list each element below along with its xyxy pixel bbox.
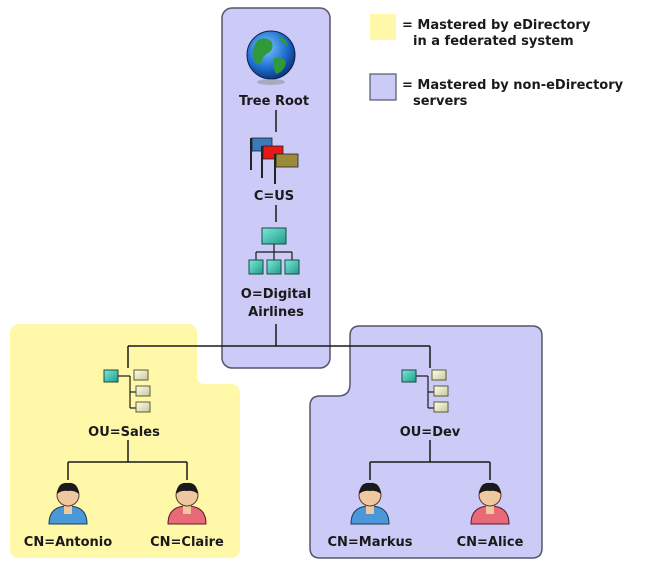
legend-yellow-line2: in a federated system	[413, 34, 574, 49]
cn-alice-label: CN=Alice	[457, 535, 524, 550]
legend-yellow-line1: = Mastered by eDirectory	[402, 18, 591, 33]
tree-root-label: Tree Root	[239, 94, 309, 109]
organization-label-line1: O=Digital	[241, 287, 311, 302]
org-unit-icon	[401, 369, 449, 413]
ou-sales-label: OU=Sales	[88, 425, 160, 440]
cn-claire-label: CN=Claire	[150, 535, 224, 550]
ou-dev-label: OU=Dev	[400, 425, 461, 440]
country-label: C=US	[254, 189, 294, 204]
legend-purple-line2: servers	[413, 94, 468, 109]
org-hierarchy-icon	[248, 227, 300, 275]
legend: = Mastered by eDirectory in a federated …	[369, 14, 624, 109]
legend-yellow-swatch	[370, 14, 396, 40]
legend-purple-line1: = Mastered by non-eDirectory	[402, 78, 624, 93]
cn-antonio-label: CN=Antonio	[24, 535, 112, 550]
organization-label-line2: Airlines	[248, 305, 304, 320]
user-icon	[350, 482, 390, 525]
user-icon	[48, 482, 88, 525]
globe-icon	[246, 30, 296, 85]
legend-purple-swatch	[369, 73, 397, 101]
non-edirectory-region-root	[221, 7, 331, 369]
org-unit-icon	[103, 369, 151, 413]
flags-icon	[250, 137, 299, 184]
user-icon	[167, 482, 207, 525]
cn-markus-label: CN=Markus	[327, 535, 412, 550]
connectors	[67, 110, 491, 480]
user-icon	[470, 482, 510, 525]
